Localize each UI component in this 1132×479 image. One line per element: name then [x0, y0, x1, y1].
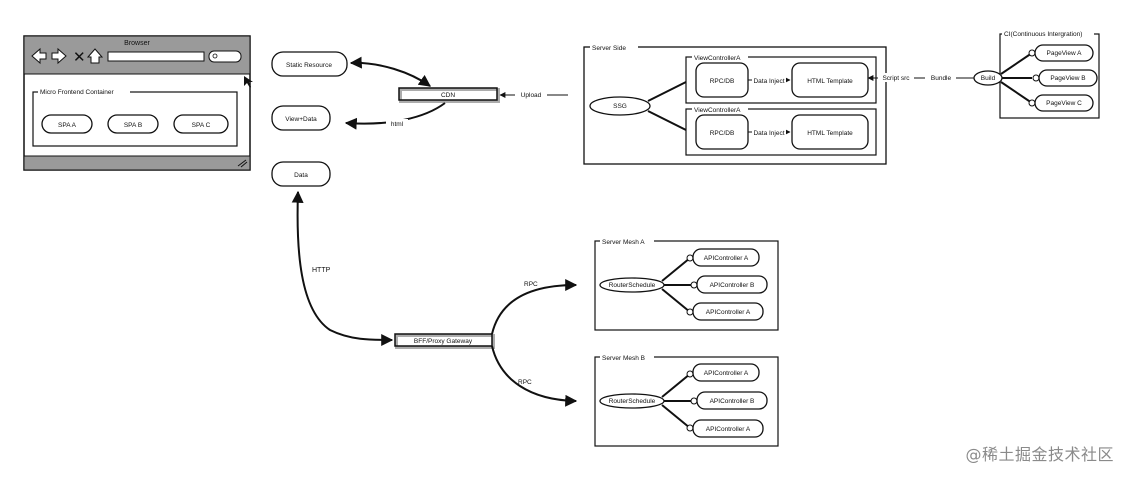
router-schedule-a-label: RouterSchedule	[609, 282, 656, 289]
ci-branches	[1000, 52, 1033, 104]
gateway-node	[394, 333, 493, 347]
search-field[interactable]	[208, 50, 242, 63]
pageview-b-label: PageView B	[1050, 75, 1085, 82]
mesh-b-title: Server Mesh B	[602, 355, 645, 362]
spa-c-label: SPA C	[192, 122, 211, 129]
http-label: HTTP	[312, 267, 331, 274]
static-resource-node	[271, 51, 348, 77]
search-icon	[212, 53, 218, 59]
gateway-label: BFF/Proxy Gateway	[414, 338, 473, 345]
data-label: Data	[294, 172, 308, 179]
view-controller-2: ViewControllerA RPC/DB HTML Template Dat…	[685, 105, 877, 156]
api-controller-b3-label: APIController A	[706, 426, 751, 433]
server-side-title: Server Side	[592, 45, 626, 52]
rpc-label-b: RPC	[518, 379, 532, 386]
resize-grip-icon[interactable]	[237, 159, 248, 168]
api-controller-a2-node	[696, 275, 768, 294]
ssg-node	[589, 96, 651, 116]
bundle-label: Bundle	[931, 75, 952, 82]
rpc-label-a: RPC	[524, 281, 538, 288]
api-controller-a1-node	[692, 248, 760, 267]
browser-title: Browser	[124, 40, 150, 47]
view-controller-1: ViewControllerA RPC/DB HTML Template Dat…	[685, 53, 877, 104]
pageview-c-node	[1034, 94, 1094, 112]
build-label: Build	[981, 75, 996, 82]
api-controller-a3-label: APIController A	[706, 309, 751, 316]
html-template-node-2	[791, 114, 869, 150]
spa-a-label: SPA A	[58, 122, 77, 129]
cdn-node	[398, 87, 498, 101]
ssg-label: SSG	[613, 103, 627, 110]
data-inject-label-2: Data Inject	[753, 130, 784, 137]
view-controller-2-title: ViewControllerA	[694, 107, 741, 114]
pageview-b-node	[1038, 69, 1098, 87]
view-data-node	[271, 105, 331, 131]
rpc-db-label-1: RPC/DB	[710, 78, 735, 85]
ssg-branches	[647, 81, 687, 131]
api-controller-b3-node	[692, 419, 764, 438]
container-label: Micro Frontend Container	[40, 89, 115, 96]
forward-arrow-icon[interactable]	[51, 47, 67, 65]
html-template-label-2: HTML Template	[807, 130, 853, 137]
back-arrow-icon[interactable]	[31, 47, 47, 65]
view-data-label: View+Data	[285, 116, 317, 123]
server-mesh-a: Server Mesh A RouterSchedule APIControll…	[594, 237, 779, 331]
rpc-db-label-2: RPC/DB	[710, 130, 735, 137]
router-schedule-b-label: RouterSchedule	[609, 398, 656, 405]
script-src-label: Script src	[882, 75, 910, 82]
static-cdn-arrow	[349, 56, 431, 87]
static-resource-label: Static Resource	[286, 62, 332, 69]
server-mesh-b: Server Mesh B RouterSchedule APIControll…	[594, 353, 779, 447]
rpc-arrow-b	[491, 345, 578, 407]
view-controller-1-title: ViewControllerA	[694, 55, 741, 62]
data-node	[271, 161, 331, 187]
api-controller-b2-node	[696, 391, 768, 410]
api-controller-a1-label: APIController A	[704, 255, 749, 262]
pageview-a-label: PageView A	[1047, 50, 1083, 57]
ci-title: CI(Continuous Intergration)	[1004, 31, 1082, 38]
upload-edge-label: Upload	[521, 92, 542, 99]
browser-window: Browser ✕ Micro Frontend Container SPA A…	[23, 35, 253, 171]
spa-a-node	[41, 114, 93, 134]
server-side-panel	[583, 46, 887, 165]
data-inject-label-1: Data Inject	[753, 78, 784, 85]
close-icon[interactable]: ✕	[73, 49, 86, 66]
http-arrow	[291, 190, 394, 346]
mouse-cursor-icon	[244, 76, 253, 88]
api-controller-a3-node	[692, 302, 764, 321]
api-controller-b1-label: APIController A	[704, 370, 749, 377]
spa-b-node	[107, 114, 159, 134]
rpc-arrow-a	[491, 279, 578, 335]
api-controller-a2-label: APIController B	[710, 282, 755, 289]
pageview-a-node	[1034, 44, 1094, 62]
mesh-a-title: Server Mesh A	[602, 239, 645, 246]
pageview-c-label: PageView C	[1046, 100, 1082, 107]
api-controller-b1-node	[692, 363, 760, 382]
cdn-label: CDN	[441, 92, 455, 99]
spa-c-node	[173, 114, 229, 134]
browser-status-bar	[23, 155, 251, 171]
html-edge-label: html	[391, 121, 404, 128]
watermark: @稀土掘金技术社区	[965, 445, 1114, 464]
home-icon[interactable]	[86, 48, 104, 64]
spa-b-label: SPA B	[124, 122, 142, 129]
api-controller-b2-label: APIController B	[710, 398, 755, 405]
address-bar[interactable]	[107, 51, 205, 62]
html-template-label-1: HTML Template	[807, 78, 853, 85]
